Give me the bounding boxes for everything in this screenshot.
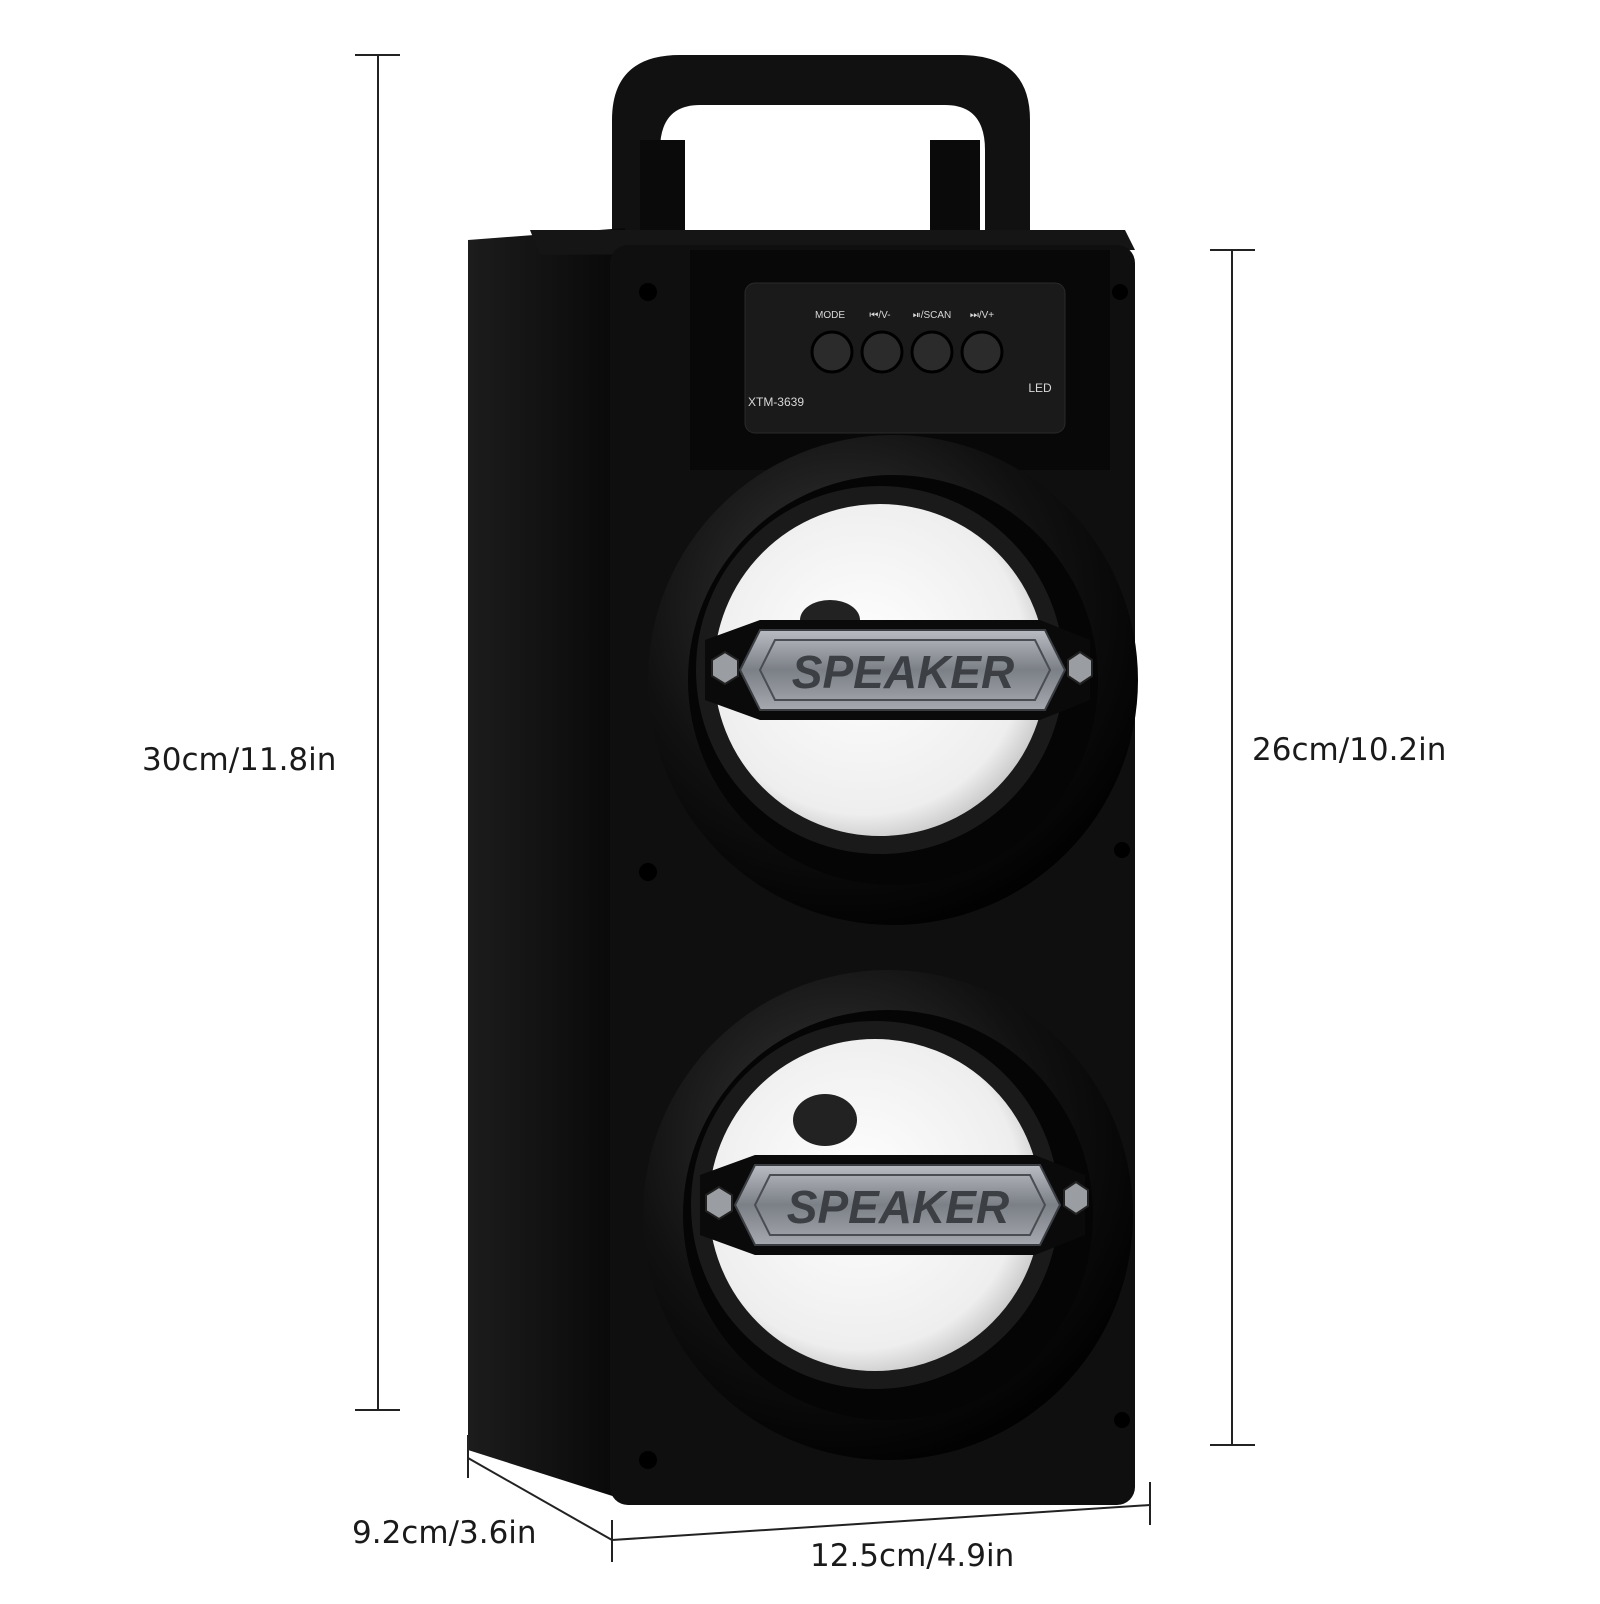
- bolt-icon: [711, 650, 739, 686]
- bolt-icon: [705, 1185, 733, 1221]
- depth-label: 9.2cm/3.6in: [352, 1515, 537, 1551]
- model-number: XTM-3639: [748, 395, 804, 409]
- prev-volume-down-button[interactable]: [860, 330, 904, 374]
- mode-button[interactable]: [810, 330, 854, 374]
- speaker-badge-text: SPEAKER: [787, 1181, 1009, 1233]
- tweeter-dome: [793, 1094, 857, 1146]
- width-line: [611, 1504, 1151, 1541]
- dimension-lines: [355, 54, 1255, 1562]
- speaker-badge: SPEAKER: [733, 1164, 1062, 1246]
- control-panel: MODE ⏮/V- ⏯/SCAN ⏭/V+ XTM-3639 LED: [690, 250, 1110, 470]
- height-body-label: 26cm/10.2in: [1252, 732, 1447, 768]
- upper-speaker: SPEAKER: [648, 435, 1138, 925]
- carry-handle: [612, 55, 1030, 250]
- height-total-label: 30cm/11.8in: [142, 742, 337, 778]
- screw-icon: [639, 1451, 657, 1469]
- speaker-badge-text: SPEAKER: [792, 646, 1014, 698]
- screw-icon: [639, 283, 657, 301]
- screw-icon: [639, 863, 657, 881]
- width-label: 12.5cm/4.9in: [810, 1538, 1015, 1574]
- led-label: LED: [1028, 381, 1052, 395]
- next-volume-up-button[interactable]: [960, 330, 1004, 374]
- next-volume-up-label: ⏭/V+: [970, 310, 994, 321]
- screw-icon: [1112, 284, 1128, 300]
- bolt-icon: [1063, 1180, 1089, 1216]
- bolt-icon: [1067, 650, 1093, 686]
- screw-icon: [1114, 842, 1130, 858]
- play-pause-scan-button[interactable]: [910, 330, 954, 374]
- speaker-side-panel: [468, 228, 625, 1500]
- prev-volume-down-label: ⏮/V-: [869, 310, 890, 321]
- screw-icon: [1114, 1412, 1130, 1428]
- mode-label: MODE: [815, 310, 845, 321]
- lower-speaker: SPEAKER: [643, 970, 1133, 1460]
- speaker-badge: SPEAKER: [738, 629, 1067, 711]
- play-pause-scan-label: ⏯/SCAN: [913, 310, 952, 321]
- depth-line: [467, 1457, 613, 1541]
